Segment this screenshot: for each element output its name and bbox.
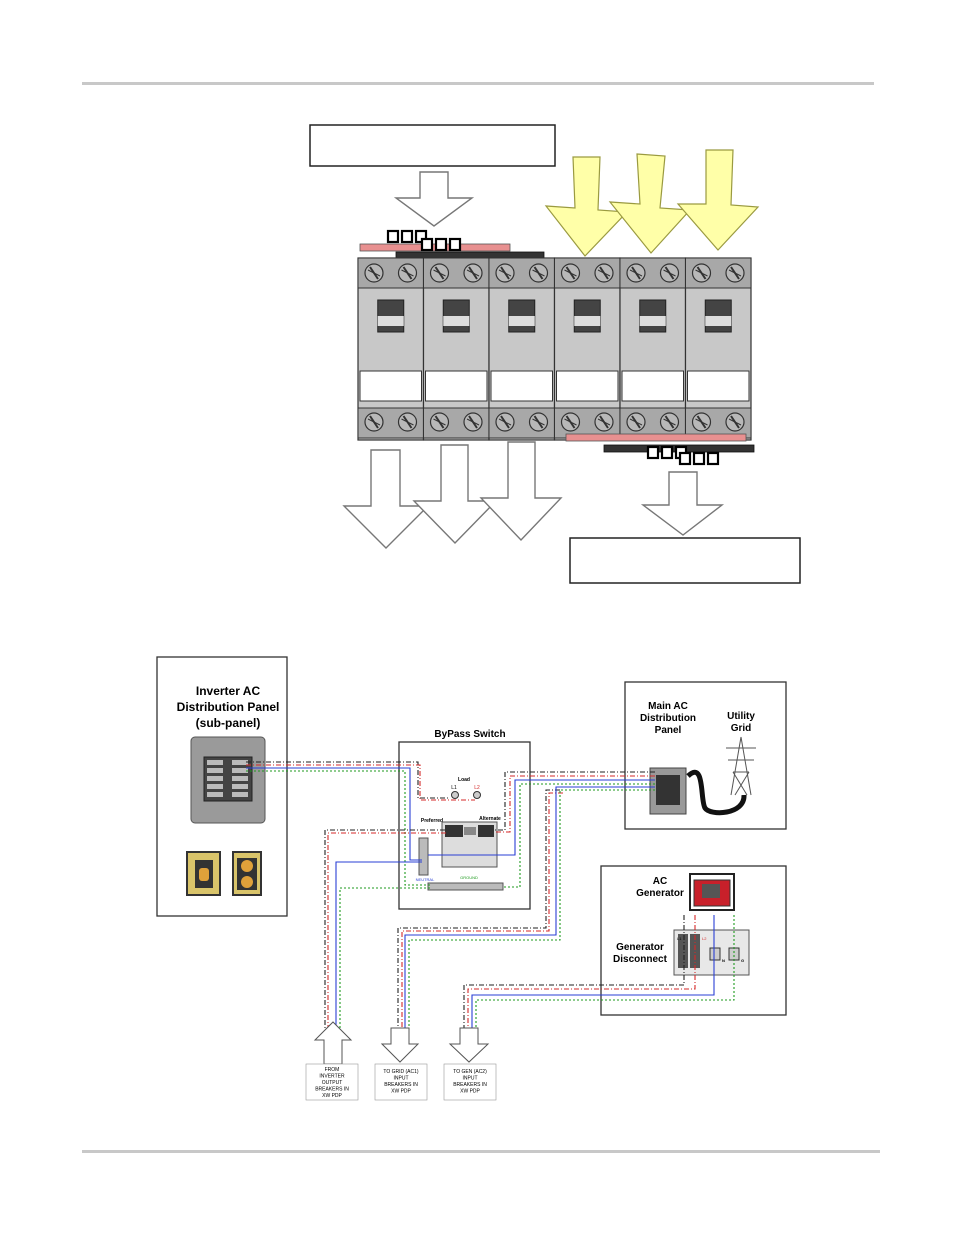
svg-text:Panel: Panel	[655, 725, 682, 736]
svg-text:N: N	[722, 958, 725, 963]
ground-bar	[427, 882, 504, 891]
svg-text:Preferred: Preferred	[421, 818, 443, 824]
top-label-box	[309, 124, 556, 167]
sub-panel-title-3: (sub-panel)	[196, 716, 261, 730]
breaker	[684, 257, 752, 441]
wiring	[246, 761, 735, 1030]
svg-text:Utility: Utility	[727, 711, 755, 722]
output-arrow-3	[479, 441, 563, 542]
breaker	[422, 257, 490, 441]
output-arrow-4	[640, 471, 725, 536]
svg-text:Distribution: Distribution	[640, 713, 696, 724]
footer-rule	[82, 1150, 880, 1153]
note-line: INVERTER	[319, 1074, 345, 1080]
svg-text:Alternate: Alternate	[479, 816, 501, 822]
svg-text:Grid: Grid	[731, 723, 752, 734]
utility-cable	[686, 770, 747, 816]
note-line: BREAKERS IN	[384, 1082, 418, 1088]
breaker-diagram	[309, 124, 801, 584]
top-connectors	[386, 229, 462, 252]
breaker	[488, 257, 556, 441]
svg-text:L2: L2	[474, 785, 480, 791]
svg-text:GROUND: GROUND	[460, 875, 478, 880]
note-line: TO GRID (AC1)	[383, 1069, 419, 1075]
svg-text:Generator: Generator	[636, 888, 684, 899]
note-line: XW PDP	[391, 1089, 411, 1095]
output-arrow-1	[342, 449, 430, 549]
note-line: FROM	[325, 1067, 340, 1073]
breaker	[357, 257, 425, 441]
breaker	[553, 257, 621, 441]
utility-tower-icon	[726, 736, 756, 796]
note-line: OUTPUT	[322, 1080, 343, 1086]
sub-panel-title-2: Distribution Panel	[177, 700, 280, 714]
note-line: XW PDP	[322, 1093, 342, 1099]
yellow-arrow-3	[676, 149, 760, 251]
svg-text:L1: L1	[677, 936, 682, 941]
breaker	[619, 257, 687, 441]
to-grid-note	[374, 1063, 428, 1101]
input-arrow	[393, 171, 475, 227]
svg-text:L2: L2	[702, 936, 707, 941]
sub-panel-title-1: Inverter AC	[196, 684, 261, 698]
note-line: BREAKERS IN	[453, 1082, 487, 1088]
svg-text:NEUTRAL: NEUTRAL	[416, 877, 435, 882]
output-arrow-2	[412, 444, 498, 545]
bottom-connectors	[646, 445, 720, 466]
svg-text:Disconnect: Disconnect	[613, 954, 668, 965]
to-gen-arrow	[448, 1027, 490, 1063]
bottom-label-box	[569, 537, 801, 584]
svg-text:L1: L1	[451, 785, 457, 791]
bottom-bus-pink	[565, 433, 747, 442]
from-inverter-note	[305, 1063, 359, 1101]
note-line: INPUT	[463, 1076, 478, 1082]
svg-text:AC: AC	[653, 876, 667, 887]
yellow-arrow-1	[544, 156, 629, 257]
svg-text:Main AC: Main AC	[648, 701, 688, 712]
svg-text:Generator: Generator	[616, 942, 664, 953]
to-grid-arrow	[380, 1027, 420, 1063]
note-line: INPUT	[394, 1076, 409, 1082]
load-label: Load	[458, 777, 470, 783]
yellow-arrow-2	[608, 153, 692, 254]
bypass-switch-title: ByPass Switch	[434, 729, 505, 740]
generator-icon	[689, 873, 735, 911]
note-line: XW PDP	[460, 1089, 480, 1095]
to-gen-note	[443, 1063, 497, 1101]
neutral-bar	[418, 837, 429, 876]
note-line: TO GEN (AC2)	[453, 1069, 487, 1075]
svg-text:G: G	[741, 958, 744, 963]
note-line: BREAKERS IN	[315, 1087, 349, 1093]
from-inverter-arrow	[313, 1021, 353, 1065]
header-rule	[82, 82, 874, 85]
